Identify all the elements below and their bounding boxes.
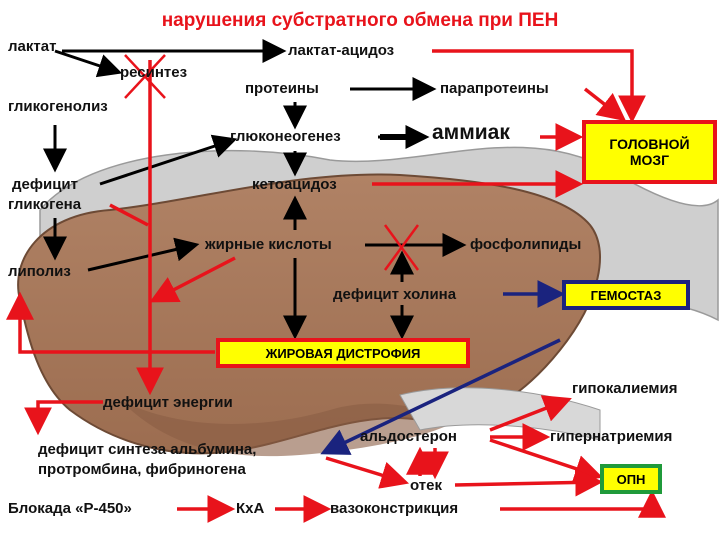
label-lipoliz: липолиз	[8, 263, 71, 280]
label-deficit-sinteza-2: протромбина, фибриногена	[38, 461, 246, 478]
blue-arrows	[320, 280, 566, 455]
arrow-sinteza-to-otek	[325, 456, 410, 489]
label-blokada-p450: Блокада «Р-450»	[8, 500, 132, 517]
box-opn-label: ОПН	[616, 471, 646, 487]
label-paraproteiny: парапротеины	[440, 80, 549, 97]
arrow-lipoliz-to-zhirnye	[87, 237, 200, 272]
box-gemostaz-label: ГЕМОСТАЗ	[590, 287, 662, 303]
arrow-gemostaz-to-aldosteron	[320, 338, 561, 455]
arrow-aldosteron-to-gipokaliemiya	[489, 395, 572, 432]
label-aldosteron: альдостерон	[360, 428, 457, 445]
label-deficit-sinteza-1: дефицит синтеза альбумина,	[38, 441, 257, 458]
box-golovnoy-mozg-line2: МОЗГ	[629, 152, 670, 168]
arrow-deficit-glikogena-to-glukoneogenez	[99, 134, 238, 186]
cross-fosfolipidy-b	[383, 224, 420, 271]
arrow-distrofiya-to-left	[5, 291, 215, 354]
label-gipokaliemiya: гипокалиемия	[572, 380, 678, 397]
label-deficit-glikogena-1: дефицит	[12, 176, 78, 193]
label-deficit-energii: дефицит энергии	[103, 394, 233, 411]
label-fosfolipidy: фосфолипиды	[470, 236, 582, 253]
arrow-deficit-glikogena-to-energy	[109, 203, 149, 227]
arrow-otek-to-opn	[454, 468, 604, 497]
box-zhirovaya-distrofiya: ЖИРОВАЯ ДИСТРОФИЯ	[216, 338, 470, 368]
block-crosses	[124, 54, 420, 271]
arrow-zhirnye-to-energy	[149, 256, 236, 303]
box-golovnoy-mozg: ГОЛОВНОЙ МОЗГ	[582, 120, 717, 184]
label-ammiak: аммиак	[432, 121, 510, 144]
label-laktat-acidoz: лактат-ацидоз	[288, 42, 395, 59]
label-proteiny: протеины	[245, 80, 319, 97]
box-opn: ОПН	[600, 464, 662, 494]
label-deficit-holina: дефицит холина	[333, 286, 457, 303]
label-glikogenoliz: гликогенолиз	[8, 98, 108, 115]
diagram-title: нарушения субстратного обмена при ПЕН	[161, 10, 559, 31]
label-ketoacidoz: кетоацидоз	[252, 176, 337, 193]
red-arrows	[5, 49, 666, 523]
label-laktat: лактат	[8, 38, 57, 55]
cross-resintez-b	[124, 54, 166, 99]
label-glukoneogenez: глюконеогенез	[230, 128, 341, 145]
label-vazokonstrikciya: вазоконстрикция	[330, 500, 459, 517]
box-zhirovaya-distrofiya-label: ЖИРОВАЯ ДИСТРОФИЯ	[265, 345, 421, 361]
arrow-paraproteiny-to-mozg	[583, 87, 627, 122]
label-gipernatriemiya: гипернатриемия	[550, 428, 673, 445]
label-deficit-glikogena-2: гликогена	[8, 196, 82, 213]
arrow-laktat-to-resintez	[54, 49, 123, 78]
label-otek: отек	[410, 477, 442, 494]
black-arrows	[43, 39, 467, 340]
liver-lobe-shade	[120, 400, 460, 457]
arrow-energy-loop	[24, 400, 103, 436]
label-kxa: КхА	[236, 500, 265, 517]
box-gemostaz: ГЕМОСТАЗ	[562, 280, 690, 310]
label-zhirnye-kisloty: жирные кислоты	[205, 236, 332, 253]
label-resintez: ресинтез	[120, 64, 188, 81]
arrow-acidoz-to-mozg	[432, 49, 646, 124]
arrow-vazo-to-opn	[500, 489, 666, 518]
box-golovnoy-mozg-line1: ГОЛОВНОЙ	[609, 136, 690, 152]
